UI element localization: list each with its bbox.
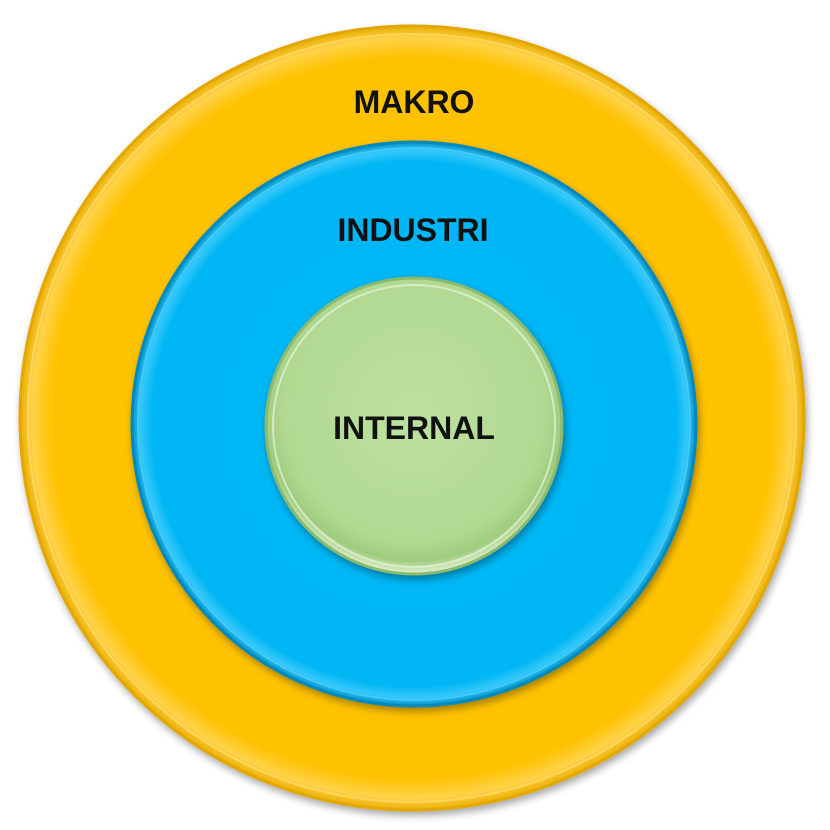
ring-internal [264,276,564,576]
label-makro: MAKRO [354,84,475,120]
label-internal: INTERNAL [333,410,495,446]
ring-industri-bevel [137,147,691,701]
ring-internal-bevel [272,284,556,568]
ring-makro-bevel [27,33,797,803]
label-industri: INDUSTRI [337,212,488,248]
